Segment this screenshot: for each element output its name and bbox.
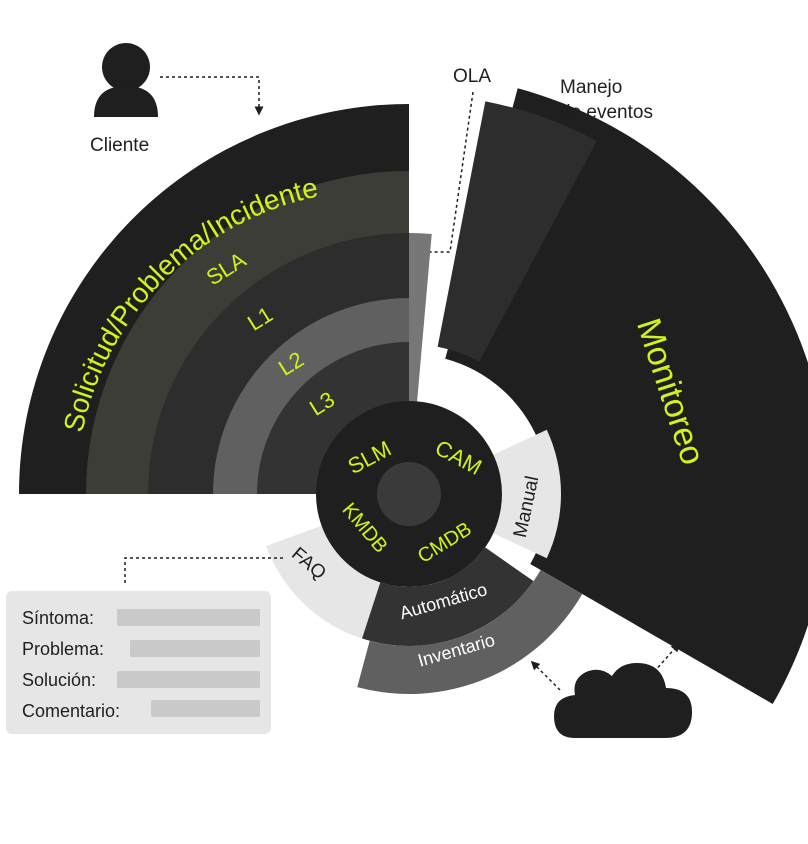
ring-inventario <box>357 570 583 694</box>
faq-label-problema: Problema: <box>22 639 104 659</box>
label-ola: OLA <box>453 66 491 87</box>
faq-card: Síntoma: Problema: Solución: Comentario: <box>6 591 271 734</box>
label-manejo-line2: de eventos <box>560 102 653 123</box>
connector-ola <box>430 91 474 253</box>
faq-label-comentario: Comentario: <box>22 701 120 721</box>
connector-cloud-inventario <box>530 660 561 691</box>
core-center <box>377 462 441 526</box>
faq-value-comentario <box>151 700 260 717</box>
faq-label-solucion: Solución: <box>22 670 96 690</box>
user-icon <box>94 43 158 117</box>
ring-automatico <box>362 547 534 646</box>
connector-cliente <box>160 76 264 116</box>
cloud-icon <box>554 663 692 738</box>
monitoring-sector <box>437 88 808 704</box>
label-cliente: Cliente <box>90 135 149 156</box>
ring-manejo-eventos <box>437 101 597 362</box>
faq-value-sintoma <box>117 609 260 626</box>
ring-manual <box>493 429 562 559</box>
faq-value-problema <box>130 640 260 657</box>
connector-faq <box>124 557 285 583</box>
knowledge-ring <box>266 429 583 694</box>
faq-value-solucion <box>117 671 260 688</box>
faq-label-sintoma: Síntoma: <box>22 608 94 628</box>
connector-cloud-monitoreo <box>653 642 680 673</box>
faq-card-bg <box>6 591 271 734</box>
label-manejo-line1: Manejo <box>560 77 622 98</box>
